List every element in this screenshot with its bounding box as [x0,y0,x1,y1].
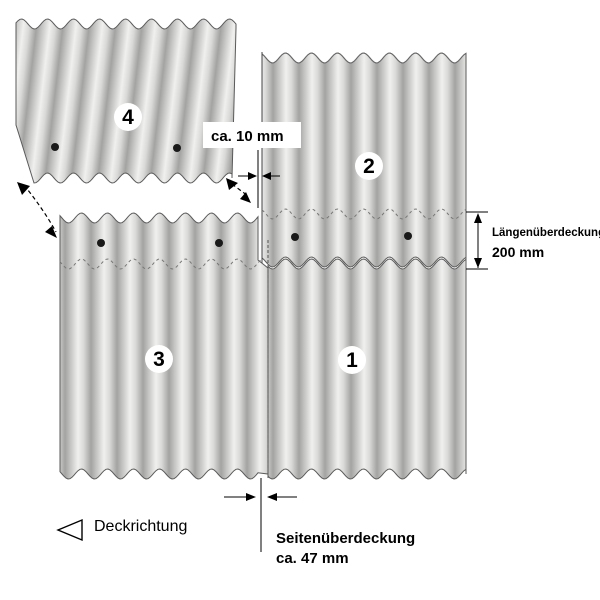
sheet-3-hidden-bottom-edge [59,258,263,270]
screws [51,143,412,247]
sheet-number-2: 2 [355,152,383,180]
sheet-1-hidden-top-edge [261,208,467,220]
length-overlap-title: Längenüberdeckung [492,227,600,239]
sheet-number-label: 4 [122,106,134,129]
arrowhead-icon [240,192,251,203]
screw-icon [97,239,105,247]
sheet-number-4: 4 [114,103,142,131]
gap-arrow-icon [262,172,271,180]
screw-icon [51,143,59,151]
length-overlap-arrow-icon [474,258,482,268]
screw-icon [215,239,223,247]
sheet-number-label: 3 [153,348,165,371]
sheet-number-label: 1 [346,349,358,372]
gap-label: ca. 10 mm [211,128,284,145]
arrowhead-icon [45,226,57,238]
gap-label-box [203,122,301,148]
screw-icon [173,144,181,152]
sheet-number-label: 2 [363,155,375,178]
length-overlap-dimension: Längenüberdeckung 200 mm [466,211,600,270]
arrowhead-icon [17,182,30,195]
side-overlap-title: Seitenüberdeckung [276,530,415,547]
sheet-4 [15,18,237,184]
sheet-4-body [15,18,237,184]
gap-dimension: ca. 10 mm [203,122,301,208]
length-overlap-value: 200 mm [492,244,544,260]
laying-direction: Deckrichtung [56,518,187,542]
sheet-2-top-edge [261,52,467,64]
placement-arrow-left [23,184,57,233]
side-overlap-dimension: Seitenüberdeckung ca. 47 mm [224,478,415,567]
direction-label: Deckrichtung [94,518,187,535]
screw-icon [291,233,299,241]
placement-arrowheads [17,178,251,238]
sheet-number-1: 1 [338,346,366,374]
arrowhead-icon [226,178,238,190]
side-overlap-arrow-icon [246,493,256,501]
triangle-left-icon [56,518,83,542]
sheet-1-body [267,258,467,480]
sheet-numbers: 4 2 3 1 [114,103,383,374]
side-overlap-arrow-icon [267,493,277,501]
side-overlap-value: ca. 47 mm [276,550,349,567]
length-overlap-arrow-icon [474,213,482,223]
sheet-1 [261,208,467,480]
gap-arrow-icon [248,172,257,180]
screw-icon [404,232,412,240]
sheet-number-3: 3 [145,345,173,373]
